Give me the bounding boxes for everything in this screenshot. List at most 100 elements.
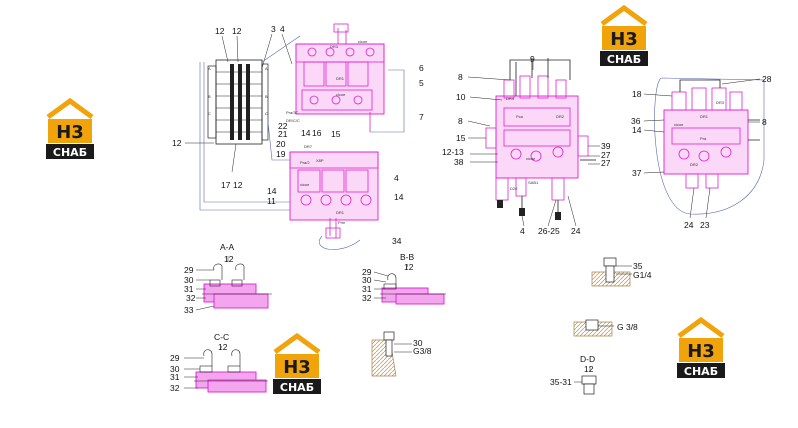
- section-title: B-B: [400, 252, 415, 262]
- callout: 32: [186, 293, 196, 303]
- callout: G1/4: [633, 270, 652, 280]
- section-bb: [373, 263, 446, 305]
- svg-text:DR3: DR3: [716, 100, 725, 105]
- valve-front-view: A B C A B C: [185, 23, 405, 250]
- watermark-logo: H3 CHAБ: [273, 332, 321, 394]
- logo-text: H3: [687, 341, 715, 362]
- plug-detail-g14: [591, 257, 632, 287]
- callout: 23: [700, 220, 710, 230]
- callout: 4: [520, 226, 525, 236]
- svg-text:Pra/2: Pra/2: [300, 160, 310, 165]
- svg-text:Pra/3C: Pra/3C: [286, 110, 299, 115]
- callout: 28: [762, 74, 772, 84]
- watermark-logo: H3 CHAБ: [677, 316, 725, 378]
- svg-text:Pra: Pra: [700, 136, 707, 141]
- callout: 14: [394, 192, 404, 202]
- callout: 6: [419, 63, 424, 73]
- callout: 12-13: [442, 147, 464, 157]
- callout: 35: [633, 261, 643, 271]
- watermark-logo: H3 CHAБ: [600, 4, 648, 66]
- callout: 8: [762, 117, 767, 127]
- callout: 32: [170, 383, 180, 393]
- callout: 9: [530, 54, 535, 64]
- callout: 34: [392, 236, 402, 246]
- callout: 37: [632, 168, 642, 178]
- callout: 4: [394, 173, 399, 183]
- svg-text:DR4: DR4: [506, 96, 515, 101]
- section-size: 12: [224, 254, 234, 264]
- callout: 18: [632, 89, 642, 99]
- callout: 12: [172, 138, 182, 148]
- svg-text:cicoe: cicoe: [358, 39, 368, 44]
- callout-labels: 12 12 3 4 6 5 7 22 21 14 16 15 20 19 12 …: [170, 24, 772, 393]
- section-title: A-A: [220, 242, 235, 252]
- logo-text: H3: [610, 29, 638, 50]
- callout: 31: [362, 284, 372, 294]
- svg-text:cicoe: cicoe: [300, 182, 310, 187]
- svg-text:DR7: DR7: [304, 144, 313, 149]
- section-dd: [574, 366, 597, 395]
- svg-text:C: C: [265, 111, 268, 116]
- svg-text:DR/C/C: DR/C/C: [286, 118, 300, 123]
- callout: 29: [184, 265, 194, 275]
- callout: G3/8: [413, 346, 432, 356]
- callout: 12: [215, 26, 225, 36]
- svg-text:C: C: [208, 111, 211, 116]
- callout: 30: [413, 338, 423, 348]
- callout: 29: [170, 353, 180, 363]
- callout: 14: [301, 128, 311, 138]
- section-title: D-D: [580, 354, 595, 364]
- svg-text:A: A: [265, 66, 268, 71]
- section-cc: [184, 345, 268, 393]
- callout: 32: [362, 293, 372, 303]
- section-aa: [195, 256, 272, 311]
- callout: 31: [184, 284, 194, 294]
- callout: 12: [232, 26, 242, 36]
- svg-text:cicoe: cicoe: [526, 156, 536, 161]
- callout: 7: [419, 112, 424, 122]
- callout: 19: [276, 149, 286, 159]
- svg-text:SAB1: SAB1: [528, 180, 539, 185]
- svg-text:DR3: DR3: [330, 44, 339, 49]
- svg-text:DR1: DR1: [336, 210, 345, 215]
- callout: 16: [312, 128, 322, 138]
- callout: 14: [267, 186, 277, 196]
- callout: 15: [456, 133, 466, 143]
- callout: 8: [458, 72, 463, 82]
- svg-text:DR2: DR2: [556, 114, 565, 119]
- logo-subtext: CHAБ: [280, 381, 314, 394]
- callout: 11: [267, 196, 276, 206]
- callout: 36: [631, 116, 641, 126]
- svg-text:B: B: [208, 94, 211, 99]
- plug-detail-g38: [371, 331, 412, 377]
- section-title: C-C: [214, 332, 229, 342]
- callout: 39: [601, 141, 611, 151]
- callout: 27: [601, 158, 611, 168]
- section-size: 12: [218, 342, 228, 352]
- callout: 26-25: [538, 226, 560, 236]
- svg-text:Prm: Prm: [338, 220, 346, 225]
- callout: 24: [684, 220, 694, 230]
- section-size: 12: [584, 364, 594, 374]
- callout: 17: [221, 180, 231, 190]
- callout: 20: [276, 139, 286, 149]
- watermark-logo: H3 CHAБ: [46, 97, 94, 159]
- logo-subtext: CHAБ: [53, 146, 87, 159]
- logo-text: H3: [283, 357, 311, 378]
- plug-detail-g38-right: [573, 319, 614, 337]
- svg-text:Pca: Pca: [516, 114, 524, 119]
- callout: 8: [458, 116, 463, 126]
- logo-subtext: CHAБ: [607, 53, 641, 66]
- callout: 31: [170, 372, 180, 382]
- svg-text:D20: D20: [510, 186, 518, 191]
- svg-text:A: A: [208, 66, 211, 71]
- callout: 30: [184, 275, 194, 285]
- callout: 29: [362, 267, 372, 277]
- section-size: 12: [404, 262, 414, 272]
- callout: 15: [331, 129, 341, 139]
- svg-text:B: B: [265, 94, 268, 99]
- svg-text:cicoe: cicoe: [674, 122, 684, 127]
- logo-subtext: CHAБ: [684, 365, 718, 378]
- callout: 35-31: [550, 377, 572, 387]
